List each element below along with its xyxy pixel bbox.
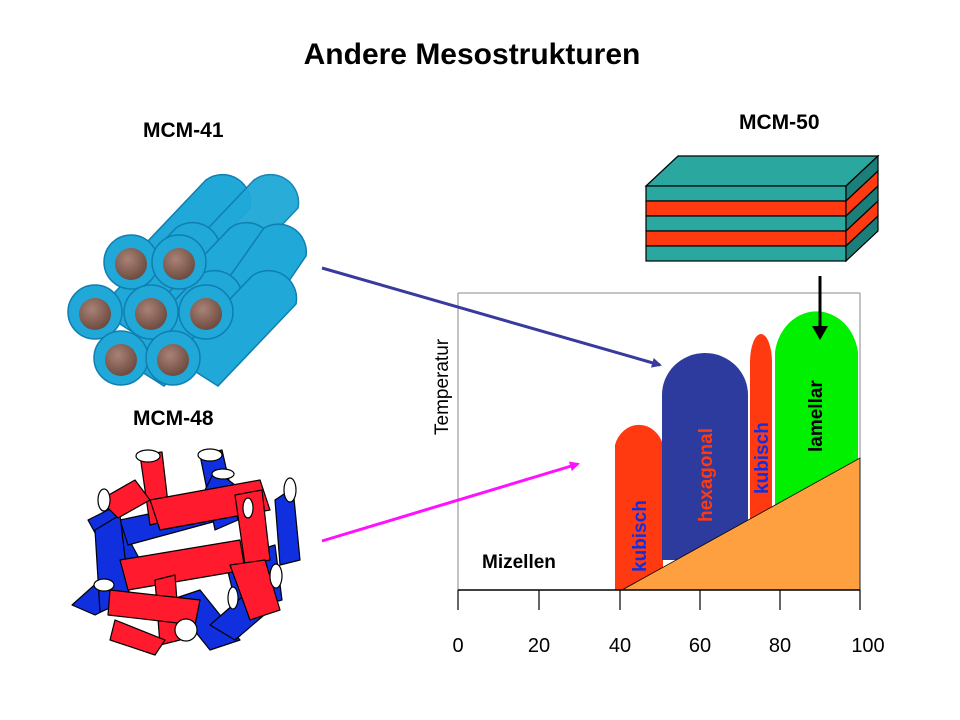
mcm41-label: MCM-41 (143, 119, 224, 142)
x-tick-60: 60 (689, 635, 711, 657)
x-axis-ticks (457, 590, 861, 610)
page-title: Andere Mesostrukturen (303, 38, 641, 71)
label-hexagonal: hexagonal (696, 428, 717, 522)
mcm48-label: MCM-48 (133, 407, 214, 430)
mcm50-label: MCM-50 (739, 111, 820, 134)
mcm41-tube-bundle-icon (67, 173, 308, 387)
y-axis-label: Temperatur (432, 338, 453, 435)
x-tick-0: 0 (452, 635, 463, 657)
phase-diagram: 0 20 40 60 80 100 Temperatur Mizellen ku… (432, 292, 885, 657)
mcm50-lamellar-block-icon (644, 154, 880, 263)
region-cubic-1 (615, 424, 663, 590)
arrow-mcm41-to-hexagonal (321, 266, 662, 368)
label-cubic-1: kubisch (630, 500, 651, 572)
label-micelles: Mizellen (482, 552, 556, 573)
x-tick-20: 20 (528, 635, 550, 657)
x-tick-40: 40 (609, 635, 631, 657)
region-cubic-2 (750, 334, 772, 540)
region-hexagonal (662, 353, 748, 560)
label-cubic-2: kubisch (752, 422, 773, 494)
region-lamellar (775, 311, 858, 520)
arrow-mcm50-head (812, 326, 828, 340)
x-tick-100: 100 (851, 635, 884, 657)
mcm48-network-icon (71, 448, 301, 656)
label-lamellar: lamellar (806, 380, 827, 452)
arrow-mcm48-to-cubic (321, 461, 580, 543)
x-tick-80: 80 (769, 635, 791, 657)
